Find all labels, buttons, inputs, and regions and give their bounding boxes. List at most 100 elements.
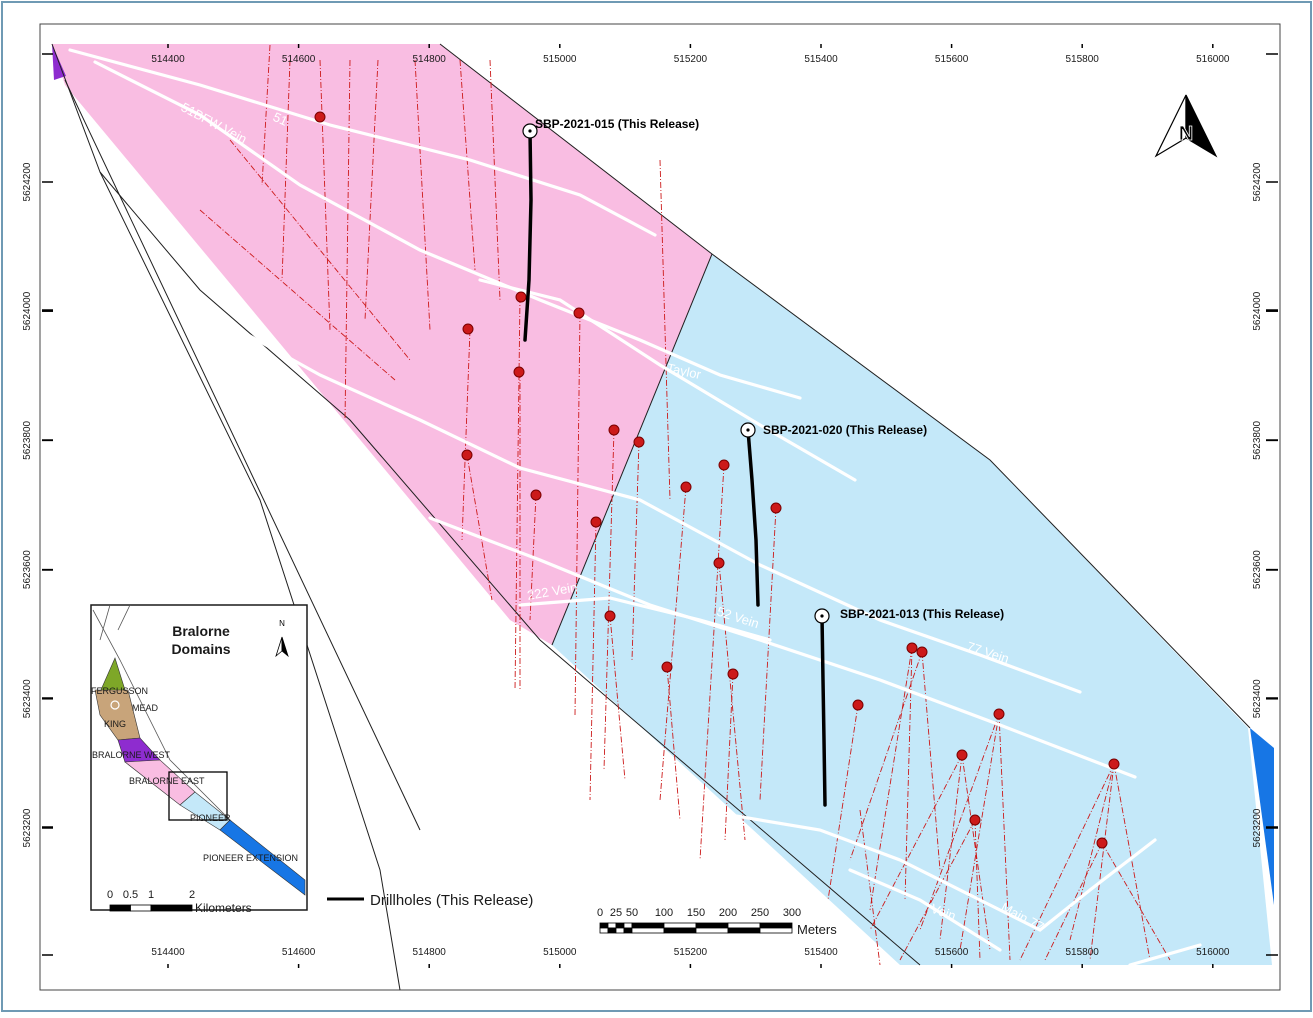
drillhole-label: SBP-2021-020 (This Release): [763, 423, 927, 437]
x-tick-label: 515200: [674, 54, 708, 65]
drill-trace: [859, 809, 881, 966]
vein-77: [228, 323, 1082, 694]
inset-north-right-icon: [281, 636, 289, 658]
drill-trace: [919, 713, 1000, 931]
vein-51: [68, 48, 657, 237]
collar: [1108, 758, 1120, 770]
y-tick-label: 5624000: [1252, 291, 1263, 330]
collar: [906, 642, 918, 654]
boundary-line: [99, 171, 401, 991]
target-collar-dot: [746, 428, 750, 432]
vein-lower-east: [1128, 943, 1202, 967]
boundary-line: [51, 43, 921, 966]
collar: [604, 610, 616, 622]
drill-trace: [514, 296, 521, 691]
collar: [462, 323, 474, 335]
scale-tick-label: 25: [610, 907, 622, 919]
inset-scale-seg: [109, 904, 131, 912]
drill-trace: [759, 507, 777, 801]
collar: [1096, 837, 1108, 849]
north-arrow: N: [1154, 94, 1218, 158]
scale-tick-label: 300: [783, 907, 801, 919]
scale-seg-bottom: [695, 927, 729, 934]
y-tick-label: 5624000: [22, 291, 33, 330]
drill-trace: [921, 651, 941, 871]
y-tick-label: 5623600: [22, 550, 33, 589]
vein-taylor: [478, 278, 857, 482]
drill-trace: [718, 562, 746, 841]
scale-tick-label: 150: [687, 907, 705, 919]
inset-label: MEAD: [132, 703, 159, 713]
vein-main-77: [728, 813, 1157, 932]
y-tick-label: 5623400: [1252, 679, 1263, 718]
collar: [661, 661, 673, 673]
inset-label: BRALORNE EAST: [129, 776, 205, 786]
drillhole-sbp-2021-013: [820, 614, 827, 807]
drillhole-collar-013: SBP-2021-013 (This Release): [814, 607, 1004, 624]
inset-label: PIONEER EXTENSION: [203, 853, 298, 863]
drill-trace: [904, 647, 913, 901]
x-tick-label: 514600: [282, 54, 316, 65]
target-collar-dot: [528, 129, 532, 133]
domain-pioneer-extension-edge: [1250, 728, 1274, 905]
y-tick-label: 5623400: [22, 679, 33, 718]
drill-trace: [281, 59, 291, 281]
drill-trace: [1069, 763, 1115, 941]
inset-scale-tick: 0.5: [123, 889, 138, 901]
drill-trace: [631, 441, 640, 661]
scale-seg-top: [759, 922, 793, 929]
drill-trace: [1101, 842, 1171, 961]
collar: [573, 307, 585, 319]
drill-trace: [466, 454, 493, 601]
scale-seg-bottom: [663, 927, 697, 934]
drill-trace: [659, 159, 671, 501]
scale-unit-label: Meters: [797, 922, 837, 937]
inset-label: FERGUSSON: [91, 686, 148, 696]
drill-trace: [461, 329, 471, 541]
x-tick-label: 515400: [804, 54, 838, 65]
collar: [916, 646, 928, 658]
collar: [314, 111, 326, 123]
boundary-line: [439, 43, 1251, 729]
inset-north-label: N: [279, 619, 285, 628]
drill-trace: [869, 647, 913, 911]
y-tick-label: 5623800: [22, 420, 33, 459]
historic-collars: [314, 111, 1120, 849]
scale-tick-label: 200: [719, 907, 737, 919]
collar: [969, 814, 981, 826]
drill-trace: [959, 713, 1000, 951]
scale-seg-top: [615, 922, 625, 929]
new-drillholes: [523, 129, 827, 807]
x-tick-label: 514400: [151, 54, 185, 65]
drill-trace: [489, 59, 501, 301]
drill-trace: [659, 486, 687, 801]
scale-seg-bottom: [759, 927, 793, 934]
drill-trace: [998, 713, 1011, 961]
drillhole-collar-020: SBP-2021-020 (This Release): [740, 422, 927, 438]
inset-scale-unit: Kilometers: [195, 901, 252, 915]
drill-trace: [939, 754, 963, 941]
x-tick-label: 515000: [543, 947, 577, 958]
collar: [530, 489, 542, 501]
drill-trace: [414, 59, 431, 331]
drillhole-sbp-2021-020: [746, 428, 760, 607]
inset-location-icon: [110, 700, 120, 710]
drill-trace: [319, 59, 331, 331]
scale-seg-top: [663, 922, 697, 929]
drill-trace: [459, 59, 476, 271]
x-tick-label: 515400: [804, 947, 838, 958]
scale-tick-label: 0: [597, 907, 603, 919]
y-axis-right: 5624200562400056238005623600562340056232…: [1252, 53, 1278, 956]
drill-trace: [229, 139, 411, 361]
collar: [727, 668, 739, 680]
inset-scale-tick: 2: [189, 889, 195, 901]
north-label: N: [1179, 123, 1193, 145]
boundary-line: [64, 79, 421, 831]
scale-tick-label: 100: [655, 907, 673, 919]
y-axis-left: 5624200562400056238005623600562340056232…: [22, 53, 53, 956]
scale-seg-bottom: [607, 927, 617, 934]
